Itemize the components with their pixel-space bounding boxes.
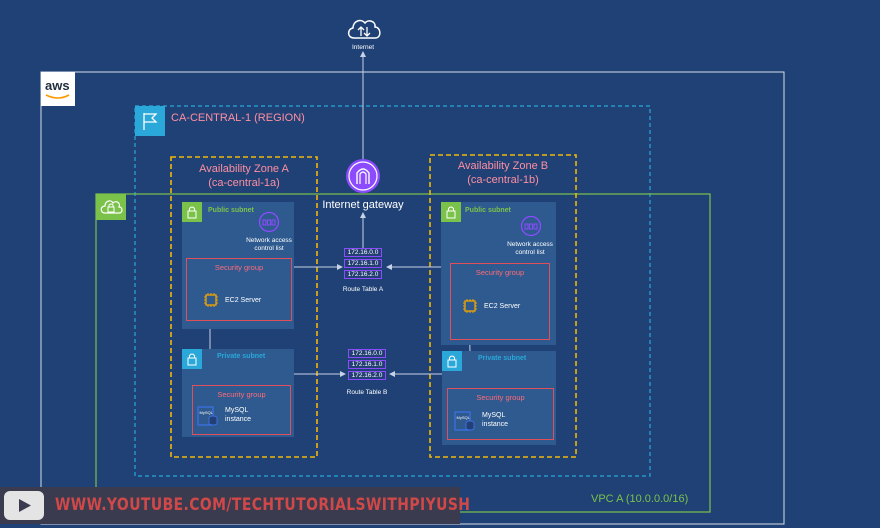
- cloud-icon: [347, 19, 381, 39]
- aws-logo: aws: [41, 72, 75, 106]
- private-subnet-a: Private subnet: [182, 349, 294, 437]
- route-table-b: 172.16.0.0 172.16.1.0 172.16.2.0: [348, 349, 386, 382]
- nacl-b-label: Network access: [507, 241, 553, 248]
- play-icon: [4, 491, 44, 520]
- route-table-b-row: 172.16.0.0: [348, 349, 386, 358]
- security-group-b-private: Security group MySQL MySQL instance: [447, 388, 554, 440]
- ec2-b-label: EC2 Server: [484, 303, 521, 310]
- zone-a-subtitle: (ca-central-1a): [208, 177, 280, 189]
- nacl-a-label: Network access: [246, 237, 292, 244]
- mysql-db-icon: MySQL: [454, 411, 475, 431]
- zone-a-border: [170, 156, 318, 458]
- nacl-a-icon: [258, 211, 280, 233]
- route-table-a-label: Route Table A: [342, 286, 384, 293]
- private-subnet-b: Private subnet: [442, 351, 556, 445]
- security-group-b-private-title: Security group: [476, 393, 525, 402]
- region-label: CA-CENTRAL-1 (REGION): [171, 112, 305, 124]
- public-subnet-b: Public subnet Network access control lis…: [441, 202, 556, 345]
- security-group-b-public-title: Security group: [475, 268, 525, 277]
- lock-icon: [187, 353, 197, 366]
- route-table-a-row: 172.16.0.0: [344, 248, 382, 257]
- route-table-a-row: 172.16.1.0: [344, 259, 382, 268]
- security-group-a-public: Security group EC2 Server: [186, 258, 292, 321]
- private-subnet-b-title: Private subnet: [478, 355, 527, 362]
- svg-text:MySQL: MySQL: [457, 415, 471, 420]
- vpc-badge: [96, 194, 126, 220]
- security-group-a-private-title: Security group: [217, 390, 266, 399]
- route-table-b-row: 172.16.1.0: [348, 360, 386, 369]
- security-group-a-public-title: Security group: [214, 263, 264, 272]
- flag-icon: [143, 113, 158, 130]
- public-subnet-a-badge: [182, 202, 202, 222]
- lock-icon: [187, 206, 197, 219]
- lock-icon: [447, 355, 457, 368]
- zone-b-border: [429, 154, 577, 458]
- lock-icon: [446, 206, 456, 219]
- ec2-chip-icon: [463, 299, 477, 313]
- internet-gateway-icon: [346, 159, 380, 193]
- private-subnet-b-badge: [442, 351, 462, 371]
- mysql-a-label: MySQL: [225, 407, 249, 414]
- gateway-label: Internet gateway: [322, 199, 404, 211]
- mysql-db-icon: MySQL: [197, 406, 218, 426]
- aws-logo-text: aws: [45, 78, 70, 93]
- public-subnet-b-badge: [441, 202, 461, 222]
- svg-text:MySQL: MySQL: [200, 410, 214, 415]
- ec2-a-label: EC2 Server: [225, 297, 262, 304]
- vpc-label: VPC A (10.0.0.0/16): [591, 493, 689, 505]
- nacl-b-icon: [520, 215, 542, 237]
- nacl-a-label-2: control list: [254, 245, 284, 252]
- public-subnet-b-title: Public subnet: [465, 207, 511, 214]
- watermark-url: WWW.YOUTUBE.COM/TECHTUTORIALSWITHPIYUSH: [55, 495, 471, 515]
- security-group-b-public: Security group EC2 Server: [450, 263, 550, 340]
- zone-b-title: Availability Zone B: [457, 160, 549, 172]
- mysql-b-label: MySQL: [482, 412, 506, 419]
- zone-b-subtitle: (ca-central-1b): [467, 174, 539, 186]
- mysql-b-label-2: instance: [482, 421, 509, 428]
- security-group-a-private: Security group MySQL MySQL instance: [192, 385, 291, 435]
- private-subnet-a-title: Private subnet: [217, 353, 266, 360]
- mysql-a-label-2: instance: [225, 416, 252, 423]
- ec2-chip-icon: [204, 293, 218, 307]
- public-subnet-a: Public subnet Network access control lis…: [182, 202, 294, 329]
- region-border: [134, 105, 651, 477]
- public-subnet-a-title: Public subnet: [208, 207, 254, 214]
- region-badge: [135, 106, 165, 136]
- route-table-a: 172.16.0.0 172.16.1.0 172.16.2.0: [344, 248, 382, 281]
- route-table-b-label: Route Table B: [346, 389, 388, 396]
- aws-cloud-border: [40, 71, 785, 525]
- nacl-b-label-2: control list: [515, 249, 545, 256]
- private-subnet-a-badge: [182, 349, 202, 369]
- route-table-b-row: 172.16.2.0: [348, 371, 386, 380]
- vpc-cloud-lock-icon: [100, 200, 123, 214]
- zone-a-title: Availability Zone A: [199, 163, 289, 175]
- internet-label: Internet: [351, 44, 375, 51]
- route-table-a-row: 172.16.2.0: [344, 270, 382, 279]
- youtube-watermark: WWW.YOUTUBE.COM/TECHTUTORIALSWITHPIYUSH: [0, 487, 470, 524]
